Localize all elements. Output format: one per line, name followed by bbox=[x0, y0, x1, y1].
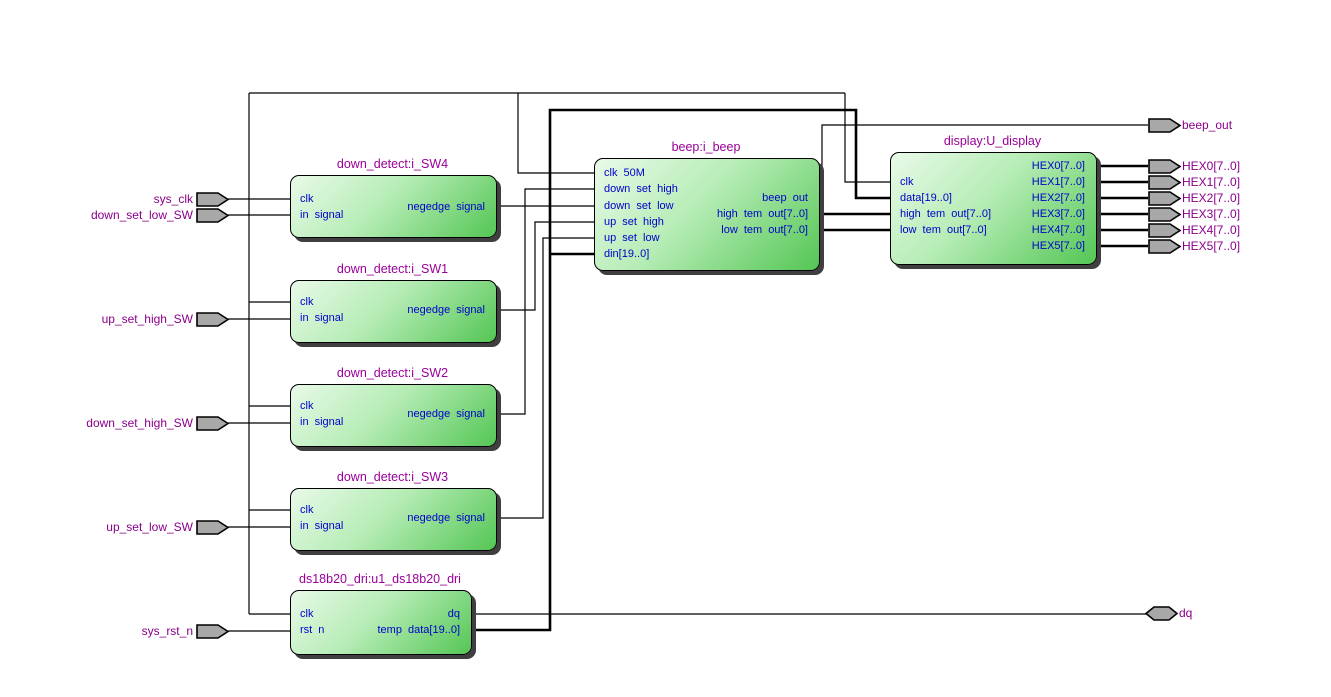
input-pin-glyph[interactable] bbox=[196, 624, 230, 639]
port-u1_ds18b20_dri-clk: clk bbox=[300, 608, 314, 620]
port-i_beep-down_set_high: down set high bbox=[604, 183, 678, 195]
wire-sw3-to-up-set-low[interactable] bbox=[493, 237, 596, 519]
pin-label-up_set_high_SW: up_set_high_SW bbox=[101, 312, 193, 326]
pin-label-down_set_high_SW: down_set_high_SW bbox=[86, 416, 193, 430]
pin-input-up_set_high_SW[interactable] bbox=[196, 312, 230, 332]
port-i_SW1-negedge_signal: negedge signal bbox=[407, 304, 485, 316]
block-i_SW3[interactable] bbox=[290, 488, 497, 551]
port-U_display-HEX2_7_0_: HEX2[7..0] bbox=[1031, 192, 1085, 204]
port-u1_ds18b20_dri-temp_data_19_0_: temp data[19..0] bbox=[377, 624, 461, 636]
port-i_SW4-in_signal: in signal bbox=[300, 209, 344, 221]
port-U_display-clk: clk bbox=[900, 176, 914, 188]
port-i_SW3-negedge_signal: negedge signal bbox=[407, 512, 485, 524]
port-i_beep-beep_out: beep out bbox=[762, 192, 808, 204]
input-pin-glyph[interactable] bbox=[196, 208, 230, 223]
pin-input-sys_rst_n[interactable] bbox=[196, 624, 230, 644]
block-title-i_SW3: down_detect:i_SW3 bbox=[336, 470, 449, 484]
pin-output-HEX4_7_0_[interactable] bbox=[1148, 223, 1182, 243]
pin-label-dq: dq bbox=[1179, 606, 1193, 620]
wire-sw2-to-down-set-high[interactable] bbox=[493, 188, 596, 415]
pin-output-HEX5_7_0_[interactable] bbox=[1148, 239, 1182, 259]
port-i_beep-clk_50M: clk 50M bbox=[604, 167, 645, 179]
block-i_SW2[interactable] bbox=[290, 384, 497, 447]
input-pin-glyph[interactable] bbox=[196, 192, 230, 207]
port-i_beep-high_tem_out_7_0_: high tem out[7..0] bbox=[717, 208, 808, 220]
port-i_SW2-negedge_signal: negedge signal bbox=[407, 408, 485, 420]
port-i_SW4-negedge_signal: negedge signal bbox=[407, 201, 485, 213]
pin-input-down_set_high_SW[interactable] bbox=[196, 416, 230, 436]
output-pin-glyph[interactable] bbox=[1148, 118, 1182, 133]
wire-temp-data-bus[interactable] bbox=[468, 108, 892, 632]
wire-sw1-to-up-set-high[interactable] bbox=[493, 221, 596, 311]
port-i_SW2-clk: clk bbox=[300, 400, 314, 412]
pin-output-HEX3_7_0_[interactable] bbox=[1148, 207, 1182, 227]
pin-input-up_set_low_SW[interactable] bbox=[196, 520, 230, 540]
block-title-i_SW2: down_detect:i_SW2 bbox=[336, 366, 449, 380]
pin-label-down_set_low_SW: down_set_low_SW bbox=[90, 208, 193, 222]
pin-label-sys_rst_n: sys_rst_n bbox=[141, 624, 193, 638]
output-pin-glyph[interactable] bbox=[1148, 239, 1182, 254]
port-i_beep-up_set_high: up set high bbox=[604, 216, 664, 228]
port-u1_ds18b20_dri-dq: dq bbox=[447, 608, 460, 620]
pin-label-HEX4_7_0_: HEX4[7..0] bbox=[1182, 223, 1241, 237]
output-pin-glyph[interactable] bbox=[1148, 191, 1182, 206]
port-U_display-low_tem_out_7_0_: low tem out[7..0] bbox=[900, 224, 987, 236]
wire-clk-to-display[interactable] bbox=[844, 93, 892, 183]
port-i_beep-din_19_0_: din[19..0] bbox=[604, 248, 650, 260]
output-pin-glyph[interactable] bbox=[1148, 223, 1182, 238]
pin-output-beep_out[interactable] bbox=[1148, 118, 1182, 138]
bidir-pin-glyph[interactable] bbox=[1144, 606, 1179, 621]
port-U_display-high_tem_out_7_0_: high tem out[7..0] bbox=[900, 208, 991, 220]
pin-label-HEX0_7_0_: HEX0[7..0] bbox=[1182, 159, 1241, 173]
port-i_beep-low_tem_out_7_0_: low tem out[7..0] bbox=[721, 224, 808, 236]
port-i_beep-up_set_low: up set low bbox=[604, 232, 660, 244]
port-U_display-HEX4_7_0_: HEX4[7..0] bbox=[1031, 224, 1085, 236]
port-i_SW3-in_signal: in signal bbox=[300, 520, 344, 532]
pin-label-sys_clk: sys_clk bbox=[153, 192, 193, 206]
port-i_SW4-clk: clk bbox=[300, 193, 314, 205]
block-i_SW4[interactable] bbox=[290, 175, 497, 238]
port-i_SW2-in_signal: in signal bbox=[300, 416, 344, 428]
input-pin-glyph[interactable] bbox=[196, 416, 230, 431]
input-pin-glyph[interactable] bbox=[196, 312, 230, 327]
input-pin-glyph[interactable] bbox=[196, 520, 230, 535]
port-i_beep-down_set_low: down set low bbox=[604, 200, 674, 212]
port-U_display-HEX3_7_0_: HEX3[7..0] bbox=[1031, 208, 1085, 220]
block-title-i_beep: beep:i_beep bbox=[671, 140, 741, 154]
block-title-i_SW1: down_detect:i_SW1 bbox=[336, 262, 449, 276]
port-i_SW1-in_signal: in signal bbox=[300, 312, 344, 324]
pin-input-down_set_low_SW[interactable] bbox=[196, 208, 230, 228]
block-i_beep[interactable] bbox=[594, 158, 820, 271]
pin-label-beep_out: beep_out bbox=[1182, 118, 1233, 132]
pin-label-HEX1_7_0_: HEX1[7..0] bbox=[1182, 175, 1241, 189]
pin-label-HEX3_7_0_: HEX3[7..0] bbox=[1182, 207, 1241, 221]
block-u1_ds18b20_dri[interactable] bbox=[290, 590, 472, 655]
port-U_display-HEX1_7_0_: HEX1[7..0] bbox=[1031, 176, 1085, 188]
pin-label-HEX5_7_0_: HEX5[7..0] bbox=[1182, 239, 1241, 253]
pin-label-up_set_low_SW: up_set_low_SW bbox=[106, 520, 193, 534]
port-u1_ds18b20_dri-rst_n: rst n bbox=[300, 624, 325, 636]
pin-output-HEX1_7_0_[interactable] bbox=[1148, 175, 1182, 195]
wire-clk-to-beep[interactable] bbox=[517, 93, 596, 174]
output-pin-glyph[interactable] bbox=[1148, 207, 1182, 222]
output-pin-glyph[interactable] bbox=[1148, 175, 1182, 190]
block-i_SW1[interactable] bbox=[290, 280, 497, 343]
port-i_SW3-clk: clk bbox=[300, 504, 314, 516]
pin-bidir-dq[interactable] bbox=[1144, 606, 1179, 626]
block-U_display[interactable] bbox=[890, 152, 1097, 265]
pin-output-HEX0_7_0_[interactable] bbox=[1148, 159, 1182, 179]
pin-label-HEX2_7_0_: HEX2[7..0] bbox=[1182, 191, 1241, 205]
pin-input-sys_clk[interactable] bbox=[196, 192, 230, 212]
block-title-i_SW4: down_detect:i_SW4 bbox=[336, 157, 449, 171]
port-U_display-data_19_0_: data[19..0] bbox=[900, 192, 952, 204]
pin-output-HEX2_7_0_[interactable] bbox=[1148, 191, 1182, 211]
port-U_display-HEX5_7_0_: HEX5[7..0] bbox=[1031, 240, 1085, 252]
port-i_SW1-clk: clk bbox=[300, 296, 314, 308]
output-pin-glyph[interactable] bbox=[1148, 159, 1182, 174]
port-U_display-HEX0_7_0_: HEX0[7..0] bbox=[1031, 160, 1085, 172]
block-title-U_display: display:U_display bbox=[943, 134, 1042, 148]
block-title-u1_ds18b20_dri: ds18b20_dri:u1_ds18b20_dri bbox=[299, 572, 461, 586]
